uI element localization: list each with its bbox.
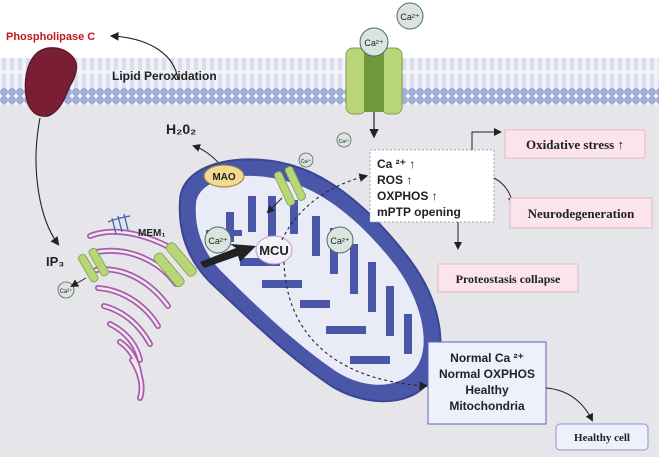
ca-ion-mem1: Ca²⁺	[204, 226, 232, 254]
mito-outer-channel	[273, 166, 307, 206]
arrow-peroxidation-to-plc	[109, 31, 179, 81]
svg-text:Ca²⁺: Ca²⁺	[330, 236, 350, 246]
mem1-channel	[153, 242, 197, 288]
stress-line-oxphos: OXPHOS ↑	[377, 189, 438, 203]
proteostasis-box	[437, 263, 579, 293]
stress-box	[369, 149, 495, 223]
svg-text:Ca²⁺: Ca²⁺	[60, 288, 73, 295]
ip3-receptor	[78, 247, 109, 283]
oxidative-stress-label: Oxidative stress ↑	[526, 137, 624, 152]
healthy-cell-label: Healthy cell	[574, 432, 630, 444]
ca-ion-matrix: Ca²⁺	[326, 226, 354, 254]
er-inner-lumen	[88, 230, 182, 400]
h2o2-label: H₂0₂	[166, 121, 196, 137]
healthy-line-mito: Mitochondria	[449, 399, 525, 413]
proteostasis-label: Proteostasis collapse	[456, 272, 561, 286]
healthy-line-oxphos: Normal OXPHOS	[439, 367, 535, 381]
lipid-peroxidation-label: Lipid Peroxidation	[112, 69, 217, 83]
neurodegeneration-box	[509, 197, 653, 229]
stress-line-mptp: mPTP opening	[377, 205, 461, 219]
stress-line-ros: ROS ↑	[377, 173, 412, 187]
dashed-arrow-to-stress	[281, 173, 369, 241]
ip3-label: IP₃	[46, 254, 64, 269]
healthy-mito-box	[427, 341, 547, 425]
ca-ion-outside-2: Ca²⁺	[359, 27, 389, 57]
ca-ion-er-release: Ca²⁺	[57, 281, 75, 299]
stress-line-ca: Ca ²⁺ ↑	[377, 157, 415, 171]
ca-ion-cyto-2: Ca²⁺	[298, 152, 314, 168]
arrow-mem1-to-mcu	[200, 244, 256, 268]
ca-ion-cyto-1: Ca²⁺	[336, 132, 352, 148]
healthy-line-healthy: Healthy	[465, 383, 509, 397]
svg-text:Ca²⁺: Ca²⁺	[301, 159, 312, 165]
svg-text:Ca²⁺: Ca²⁺	[364, 38, 384, 48]
phospholipase-c-protein	[24, 47, 78, 117]
neurodegeneration-label: Neurodegeneration	[528, 206, 635, 221]
arrow-ip3-release	[70, 277, 87, 287]
mcu-complex	[255, 235, 293, 265]
mcu-label: MCU	[259, 243, 289, 258]
membrane-ca-channel	[345, 47, 403, 115]
ca-ion-outside-1: Ca²⁺	[396, 2, 424, 30]
arrow-to-oxidative-stress	[471, 128, 502, 150]
plasma-membrane	[0, 58, 659, 106]
mao-enzyme	[203, 164, 245, 188]
receptor-icon	[107, 213, 131, 235]
dashed-arrow-to-healthy	[283, 261, 429, 390]
svg-text:Ca²⁺: Ca²⁺	[400, 12, 420, 22]
svg-text:Ca²⁺: Ca²⁺	[339, 139, 350, 145]
oxidative-stress-box	[504, 129, 646, 159]
arrow-plc-to-ip3	[35, 117, 60, 246]
phospholipase-c-label: Phospholipase C	[6, 31, 95, 43]
arrow-to-healthy-cell	[545, 387, 593, 422]
healthy-cell-box	[555, 423, 649, 451]
svg-text:Ca²⁺: Ca²⁺	[208, 236, 228, 246]
healthy-line-ca: Normal Ca ²⁺	[450, 351, 524, 365]
arrow-into-mito	[266, 197, 283, 214]
mao-label: MAO	[212, 172, 236, 183]
mem1-label: MEM₁	[138, 228, 165, 239]
